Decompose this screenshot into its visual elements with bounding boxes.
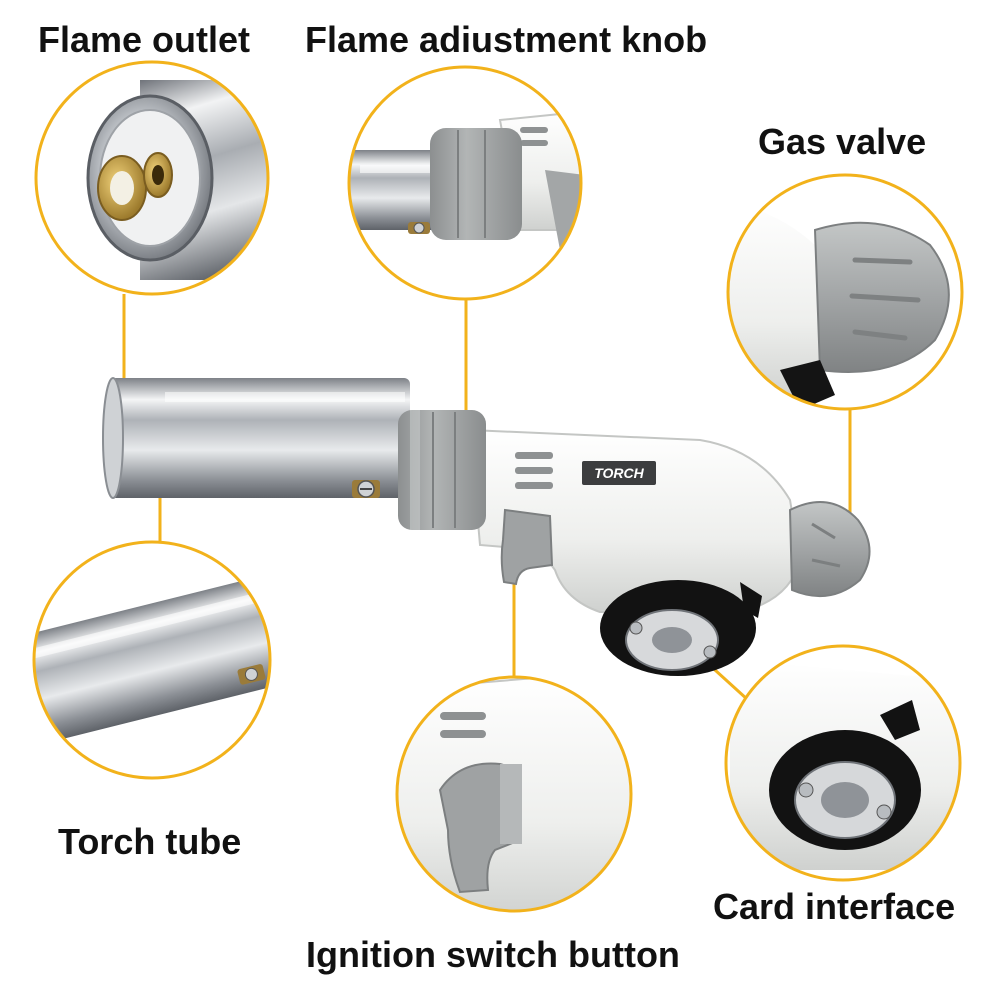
detail-flame-outlet (34, 60, 270, 296)
detail-ignition (395, 675, 633, 913)
label-ignition-switch-button: Ignition switch button (306, 934, 680, 975)
main-tube-screw (352, 480, 380, 498)
main-adjust-grip (398, 410, 486, 530)
label-torch-tube: Torch tube (58, 821, 242, 862)
main-torch-tube (110, 378, 410, 498)
label-gas-valve: Gas valve (758, 121, 927, 162)
label-flame-outlet: Flame outlet (38, 19, 251, 60)
detail-torch-tube (32, 540, 272, 780)
detail-card-interface (724, 644, 962, 882)
main-torch-body (468, 428, 802, 613)
torch-badge-text: TORCH (594, 465, 644, 481)
torch-badge: TORCH (582, 461, 656, 485)
main-tube-end (102, 377, 124, 499)
detail-flame-knob (347, 65, 583, 301)
label-flame-adjustment-knob: Flame adiustment knob (305, 19, 708, 60)
main-torch: TORCH (102, 377, 871, 676)
detail-gas-valve (726, 173, 964, 411)
main-vent-slots (515, 452, 553, 489)
main-card-interface (600, 580, 762, 676)
label-card-interface: Card interface (713, 886, 956, 927)
main-gas-valve-cap (788, 501, 871, 597)
main-ignition-trigger (500, 508, 554, 586)
